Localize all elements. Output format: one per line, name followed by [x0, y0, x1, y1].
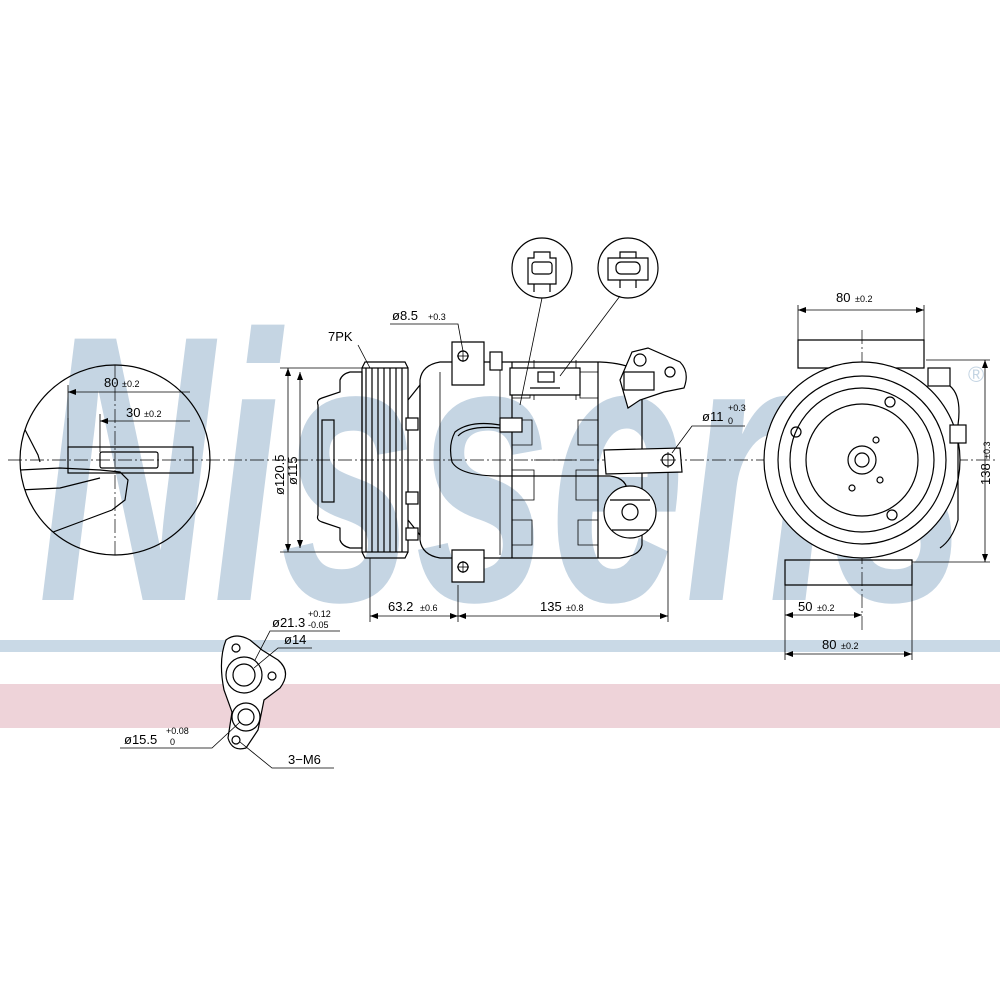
dim-dia-21: ø21.3 [272, 615, 305, 630]
dim-135: 135 [540, 599, 562, 614]
connector-detail-2 [597, 237, 659, 299]
discharge-fitting [619, 347, 687, 409]
svg-text:+0.3: +0.3 [428, 312, 446, 322]
dim-138: 138 [978, 463, 993, 485]
dim-80-front-top: 80 [836, 290, 850, 305]
port-plate: ø21.3 +0.12 -0.05 ø14 ø15.5 +0.08 0 3−M6 [120, 609, 340, 769]
dim-hole-top: ø8.5 [392, 308, 418, 323]
dim-50-front: 50 [798, 599, 812, 614]
svg-text:+0.3: +0.3 [728, 403, 746, 413]
dim-dia-115: ø115 [285, 456, 300, 485]
dim-dia-15: ø15.5 [124, 732, 157, 747]
svg-text:±0.2: ±0.2 [817, 603, 834, 613]
svg-text:±0.6: ±0.6 [420, 603, 437, 613]
dim-hole-right: ø11 [702, 409, 723, 424]
svg-text:+0.12: +0.12 [308, 609, 331, 619]
dim-dia-14: ø14 [284, 632, 306, 647]
svg-text:±0.2: ±0.2 [841, 641, 858, 651]
svg-text:-0.05: -0.05 [308, 620, 329, 630]
right-mount-ear [603, 447, 683, 475]
svg-text:+0.08: +0.08 [166, 726, 189, 736]
harness-wire [449, 422, 629, 496]
dim-dia-120: ø120.5 [272, 455, 287, 495]
svg-text:±0.2: ±0.2 [144, 409, 161, 419]
svg-text:0: 0 [728, 416, 733, 426]
dim-63: 63.2 [388, 599, 413, 614]
svg-text:±0.3: ±0.3 [982, 442, 992, 459]
dim-80-front-bottom: 80 [822, 637, 836, 652]
front-view: 80 ±0.2 138 ±0.3 50 ±0.2 80 ±0.2 [763, 290, 993, 660]
pulley-grooves [361, 361, 409, 559]
belt-label: 7PK [328, 329, 353, 344]
detail-housing [20, 419, 129, 541]
detail-slot [99, 451, 159, 469]
detail-block [67, 446, 194, 474]
compressor-body [419, 361, 643, 559]
svg-text:±0.8: ±0.8 [566, 603, 583, 613]
svg-text:0: 0 [170, 737, 175, 747]
dim-80-detail: 80 [104, 375, 118, 390]
svg-text:±0.2: ±0.2 [122, 379, 139, 389]
svg-text:±0.2: ±0.2 [855, 294, 872, 304]
top-mount-ear [451, 341, 485, 386]
dim-30-detail: 30 [126, 405, 140, 420]
thread-label: 3−M6 [288, 752, 321, 767]
red-band [0, 684, 1000, 728]
detail-view: 80 ±0.2 30 ±0.2 [19, 364, 211, 556]
registered-mark: ® [968, 362, 984, 387]
side-view: ø120.5 ø115 7PK ø8.5 +0 [272, 237, 746, 622]
front-housing [763, 361, 961, 559]
suction-fitting [603, 485, 657, 539]
